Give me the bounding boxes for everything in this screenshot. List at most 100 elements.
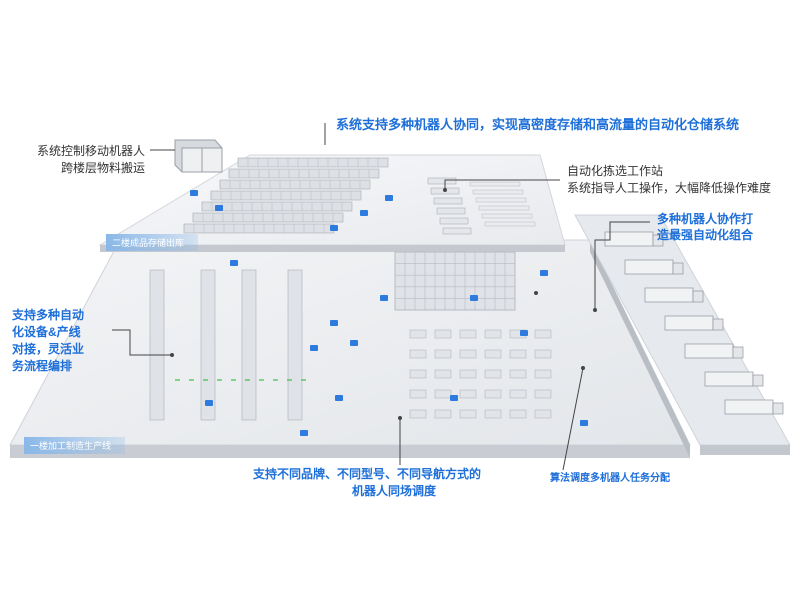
work-cell (409, 369, 427, 379)
mobile-robot (580, 420, 588, 426)
truck-body (704, 371, 754, 387)
workstation (442, 227, 472, 235)
work-cell (534, 409, 552, 419)
mobile-robot (520, 330, 528, 336)
storage-racks (183, 157, 389, 234)
bottom-callout-line2: 机器人同场调度 (352, 484, 437, 498)
mobile-robot (190, 190, 198, 196)
mobile-robot (335, 395, 343, 401)
work-cell (534, 369, 552, 379)
work-cell (434, 369, 452, 379)
rack-row (237, 157, 389, 168)
work-cell (409, 409, 427, 419)
truck-group (604, 231, 784, 415)
truck-body (644, 287, 694, 303)
work-cell (459, 409, 477, 419)
production-line (149, 269, 165, 421)
mobile-robot (540, 270, 548, 276)
mobile-robot (380, 295, 388, 301)
truck-cab (772, 402, 784, 415)
mobile-robot (310, 345, 318, 351)
algo-callout: 算法调度多机器人任务分配 (550, 473, 670, 484)
work-cell (409, 349, 427, 359)
robots-callout-line1: 多种机器人协作打 (657, 212, 754, 226)
mobile-robot (205, 400, 213, 406)
work-cell (484, 369, 502, 379)
rack-row (210, 190, 362, 201)
production-line (241, 269, 257, 421)
conveyor (469, 181, 521, 187)
mobile-robot (330, 320, 338, 326)
mobile-robot (300, 430, 308, 436)
mobile-robot (450, 395, 458, 401)
work-cell (434, 329, 452, 339)
work-cell (459, 389, 477, 399)
work-cell (509, 369, 527, 379)
left-callout-line2: 化设备&产线 (12, 325, 81, 339)
work-cell (534, 329, 552, 339)
central-rack-tower (394, 251, 516, 311)
production-lines (149, 269, 552, 421)
leader-dots (170, 188, 597, 420)
truck-body (724, 399, 774, 415)
truck-cab (692, 290, 704, 303)
rack-row (201, 201, 353, 212)
workstation (427, 177, 457, 185)
work-cell (459, 349, 477, 359)
workstation (439, 217, 469, 225)
rack-row (228, 168, 380, 179)
work-cell (409, 389, 427, 399)
workstation (436, 207, 466, 215)
control-callout-line1: 系统控制移动机器人 (37, 144, 146, 158)
left-callout-line1: 支持多种自动 (12, 308, 85, 322)
work-cell (409, 329, 427, 339)
first-floor-label: 一楼加工制造生产线 (24, 437, 126, 454)
control-room (174, 139, 223, 173)
left-callout-line4: 务流程编排 (12, 359, 73, 373)
work-cell (484, 329, 502, 339)
conveyor (478, 205, 530, 211)
truck-body (604, 231, 654, 247)
truck-body (624, 259, 674, 275)
truck-cab (672, 262, 684, 275)
conveyor (472, 189, 524, 195)
work-cell (459, 369, 477, 379)
mobile-robot (215, 205, 223, 211)
workstation (433, 197, 463, 205)
mobile-robot (330, 225, 338, 231)
truck-cab (752, 374, 764, 387)
truck-body (684, 343, 734, 359)
leader-lines (112, 123, 650, 471)
work-cell (509, 349, 527, 359)
picking-callout-line2: 系统指导人工操作，大幅降低操作难度 (567, 181, 772, 195)
robot-group (190, 190, 588, 436)
work-cell (434, 409, 452, 419)
truck-body (664, 315, 714, 331)
work-cell (434, 389, 452, 399)
mobile-robot (385, 195, 393, 201)
work-cell (484, 389, 502, 399)
second-floor-label: 二楼成品存储出库 (106, 234, 199, 251)
work-cell (484, 349, 502, 359)
truck-cab (732, 346, 744, 359)
conveyor (481, 213, 533, 219)
loading-dock (574, 214, 791, 455)
work-cell (534, 389, 552, 399)
conveyor (475, 197, 527, 203)
rack-row (183, 223, 335, 234)
picking-callout-line1: 自动化拣选工作站 (567, 164, 664, 178)
work-cell (509, 409, 527, 419)
bottom-callout-line1: 支持不同品牌、不同型号、不同导航方式的 (253, 467, 482, 481)
ground-floor (9, 239, 691, 458)
conveyor (484, 221, 536, 227)
mobile-robot (470, 295, 478, 301)
work-cell (484, 409, 502, 419)
mobile-robot (230, 260, 238, 266)
control-callout-line2: 跨楼层物料搬运 (61, 161, 146, 175)
production-line (287, 269, 303, 421)
truck-cab (712, 318, 724, 331)
mobile-robot (350, 340, 358, 346)
work-cell (509, 389, 527, 399)
robots-callout-line2: 造最强自动化组合 (657, 228, 754, 242)
